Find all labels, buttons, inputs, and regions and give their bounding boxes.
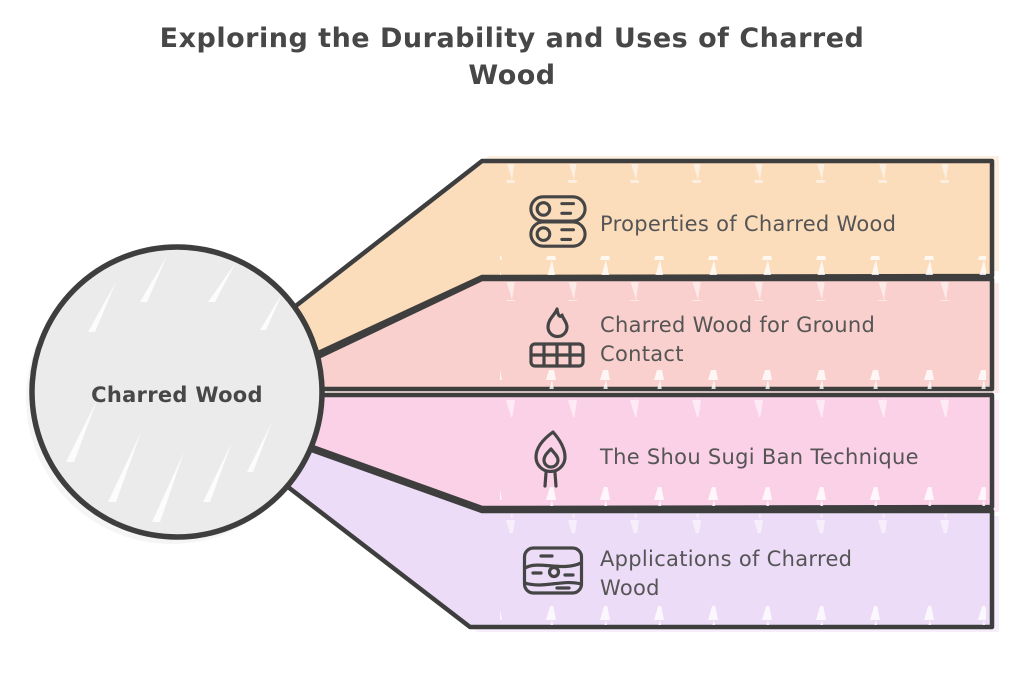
branch-2-label: Charred Wood for Ground Contact — [600, 313, 876, 366]
rough-texture — [500, 164, 986, 625]
flaming-torch-icon — [534, 430, 567, 488]
page-title: Exploring the Durability and Uses of Cha… — [159, 23, 865, 91]
wood-plank-icon — [522, 546, 584, 595]
branch-4-label: Applications of Charred Wood — [600, 547, 853, 600]
center-node-label: Charred Wood — [91, 383, 263, 407]
fire-over-bricks-icon — [529, 307, 585, 368]
branch-3-label: The Shou Sugi Ban Technique — [600, 445, 919, 469]
logs-icon — [529, 195, 587, 248]
center-node-circle — [29, 244, 325, 540]
center-node-texture — [66, 256, 283, 522]
branch-1-label: Properties of Charred Wood — [600, 212, 897, 236]
